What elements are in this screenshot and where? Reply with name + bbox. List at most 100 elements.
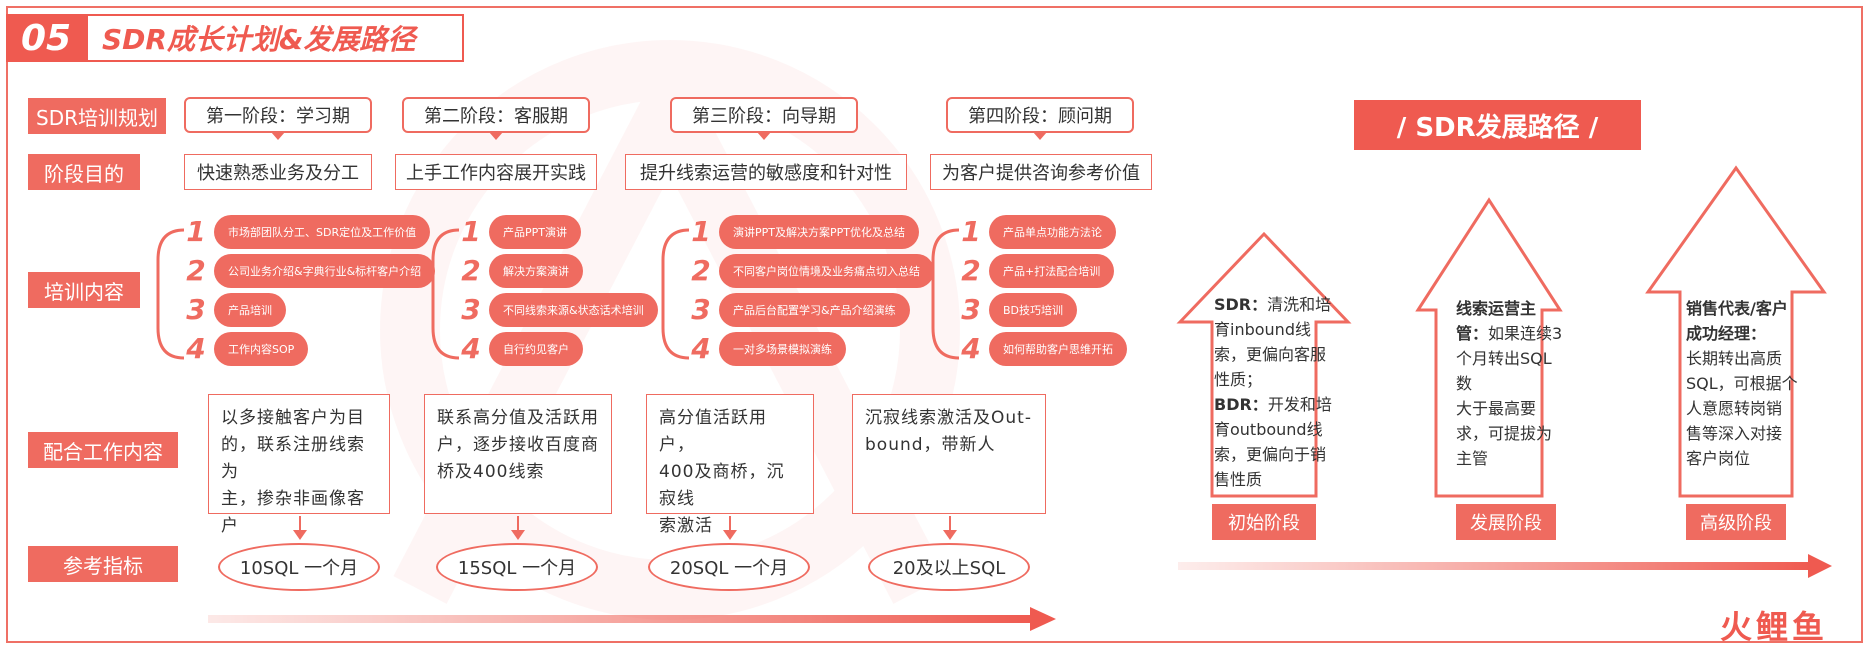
coop-line: 索激活: [659, 516, 713, 536]
item-number: 3: [186, 293, 206, 326]
coop-box-stage-3: 高分值活跃用户， 400及商桥，沉寂线 索激活: [646, 394, 814, 536]
arrow-text-develop: 线索运营主 管：如果连续3 个月转出SQL数 大于最高要 求，可提拔为 主管: [1456, 296, 1566, 471]
item-number: 2: [461, 254, 481, 287]
text-span: 索，更偏向于销: [1214, 445, 1327, 464]
coop-line: 400及商桥，沉寂线: [659, 462, 785, 509]
text-line: SDR：清洗和培: [1214, 292, 1334, 317]
metric-stage-2: 15SQL 一个月: [436, 543, 598, 591]
text-span: SQL，可根据个: [1686, 374, 1798, 393]
text-line: 销售代表/客户: [1686, 296, 1798, 321]
arrow-up-icon-senior: [1645, 165, 1827, 498]
text-bold: 销售代表/客户: [1686, 299, 1788, 318]
training-item: 产品培训: [214, 293, 286, 327]
text-line: SQL，可根据个: [1686, 371, 1798, 396]
text-line: 育outbound线: [1214, 417, 1334, 442]
training-item: 如何帮助客户思维开拓: [989, 332, 1127, 366]
coop-line: 以多接触客户为目: [221, 408, 365, 428]
training-item: 产品后台配置学习&产品介绍演练: [719, 293, 910, 327]
stage-3-goal: 提升线索运营的敏感度和针对性: [625, 154, 907, 190]
bracket-stage-1: [156, 228, 185, 360]
text-bold: 成功经理：: [1686, 324, 1767, 343]
text-line: 主管: [1456, 446, 1566, 471]
text-line: 索，更偏向客服: [1214, 342, 1334, 367]
item-number: 3: [461, 293, 481, 326]
item-number: 3: [691, 293, 711, 326]
item-number: 3: [961, 293, 981, 326]
training-item: 工作内容SOP: [214, 332, 309, 366]
training-item: 一对多场景模拟演练: [719, 332, 846, 366]
timeline-arrow: [208, 607, 1056, 631]
coop-line: 的，联系注册线索为: [221, 435, 365, 482]
text-line: 管：如果连续3: [1456, 321, 1566, 346]
path-stage-develop: 发展阶段: [1456, 504, 1556, 540]
text-line: 大于最高要: [1456, 396, 1566, 421]
text-span: 开发和培: [1267, 395, 1332, 414]
path-title: / SDR发展路径 /: [1354, 100, 1641, 150]
stage-4-name: 第四阶段：顾问期: [946, 97, 1134, 140]
arrow-down-icon: [723, 516, 737, 540]
training-item: 演讲PPT及解决方案PPT优化及总结: [719, 215, 919, 249]
text-line: 售等深入对接: [1686, 421, 1798, 446]
text-line: 长期转出高质: [1686, 346, 1798, 371]
text-span: 售等深入对接: [1686, 424, 1783, 443]
stage-1-goal: 快速熟悉业务及分工: [184, 154, 372, 190]
metric-stage-1: 10SQL 一个月: [218, 543, 380, 591]
text-span: 大于最高要: [1456, 399, 1537, 418]
training-item: 产品PPT演讲: [489, 215, 581, 249]
item-number: 2: [961, 254, 981, 287]
item-number: 1: [691, 215, 711, 248]
training-item: 产品单点功能方法论: [989, 215, 1116, 249]
row-label-goal: 阶段目的: [28, 154, 140, 190]
text-span: 如果连续3: [1488, 324, 1563, 343]
text-span: 育outbound线: [1214, 420, 1323, 439]
text-span: 售性质: [1214, 470, 1263, 489]
text-bold: SDR：: [1214, 295, 1268, 314]
text-span: 人意愿转岗销: [1686, 399, 1783, 418]
item-number: 4: [691, 332, 711, 365]
arrow-up-icon-develop: [1415, 197, 1563, 498]
arrow-down-icon: [511, 516, 525, 540]
training-item: 自行约见客户: [489, 332, 583, 366]
arrow-down-icon: [293, 516, 307, 540]
stage-2-goal: 上手工作内容展开实践: [395, 154, 597, 190]
text-span: 育inbound线: [1214, 320, 1311, 339]
path-stage-senior: 高级阶段: [1686, 504, 1786, 540]
arrow-down-icon: [943, 516, 957, 540]
training-item: 解决方案演讲: [489, 254, 583, 288]
text-line: 成功经理：: [1686, 321, 1798, 346]
stage-2-name: 第二阶段：客服期: [402, 97, 590, 140]
text-span: 长期转出高质: [1686, 349, 1783, 368]
row-label-coop: 配合工作内容: [28, 432, 178, 468]
coop-line: 沉寂线索激活及Out-: [865, 408, 1032, 428]
arrow-up-icon-initial: [1176, 231, 1352, 498]
bracket-stage-2: [431, 228, 460, 360]
training-item: 公司业务介绍&字典行业&标杆客户介绍: [214, 254, 436, 288]
arrow-text-senior: 销售代表/客户 成功经理： 长期转出高质 SQL，可根据个 人意愿转岗销 售等深…: [1686, 296, 1798, 471]
coop-box-stage-4: 沉寂线索激活及Out- bound，带新人: [852, 394, 1046, 514]
text-span: 性质；: [1214, 370, 1263, 389]
text-span: 索，更偏向客服: [1214, 345, 1327, 364]
coop-line: 主，掺杂非画像客户: [221, 489, 365, 536]
path-timeline-arrow: [1178, 554, 1832, 578]
text-span: 清洗和培: [1267, 295, 1332, 314]
row-label-content: 培训内容: [28, 272, 140, 308]
text-line: 客户岗位: [1686, 446, 1798, 471]
training-item: 产品+打法配合培训: [989, 254, 1115, 288]
text-line: 人意愿转岗销: [1686, 396, 1798, 421]
metric-stage-4: 20及以上SQL: [868, 543, 1030, 591]
text-line: 求，可提拔为: [1456, 421, 1566, 446]
text-line: 育inbound线: [1214, 317, 1334, 342]
training-item: BD技巧培训: [989, 293, 1078, 327]
item-number: 4: [186, 332, 206, 365]
text-bold: 管：: [1456, 324, 1489, 343]
training-item: 不同客户岗位情境及业务痛点切入总结: [719, 254, 934, 288]
text-span: 求，可提拔为: [1456, 424, 1553, 443]
item-number: 2: [691, 254, 711, 287]
row-label-metric: 参考指标: [28, 546, 178, 582]
coop-box-stage-1: 以多接触客户为目 的，联系注册线索为 主，掺杂非画像客户: [208, 394, 390, 536]
coop-line: 高分值活跃用户，: [659, 408, 767, 455]
bracket-stage-4: [931, 228, 960, 360]
item-number: 4: [961, 332, 981, 365]
section-number: 05: [6, 14, 86, 62]
text-bold: 线索运营主: [1456, 299, 1537, 318]
